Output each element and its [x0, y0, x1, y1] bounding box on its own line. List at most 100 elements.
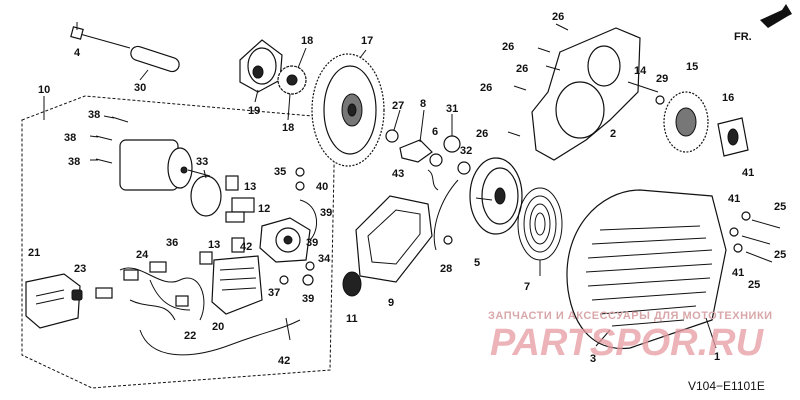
- callout-29: 29: [656, 73, 668, 85]
- callout-4: 4: [74, 47, 81, 59]
- callout-38c: 38: [68, 156, 80, 168]
- callout-26c: 26: [516, 63, 528, 75]
- callout-26d: 26: [480, 82, 492, 94]
- callout-21: 21: [28, 247, 40, 259]
- control-box-21: [25, 273, 81, 329]
- callout-26b: 26: [502, 41, 514, 53]
- watermark-brand: PARTSPOR.RU: [490, 322, 765, 364]
- bolt-4: [70, 26, 131, 49]
- bolt-25b: [741, 235, 771, 245]
- callout-25c: 25: [748, 279, 760, 291]
- callout-12: 12: [258, 203, 270, 215]
- spring-43: [427, 169, 439, 191]
- group-outline-10: [21, 95, 336, 389]
- spring-13: [225, 175, 245, 253]
- callout-14: 14: [634, 65, 647, 77]
- diagram-code: V104−E1101E: [688, 379, 765, 393]
- front-label: FR.: [734, 31, 752, 43]
- front-direction-arrow: FR.: [734, 4, 792, 43]
- gear-17: [311, 53, 385, 167]
- callout-10: 10: [38, 84, 50, 96]
- relay-12: [225, 197, 255, 223]
- callout-37: 37: [268, 287, 280, 299]
- callout-25a: 25: [774, 201, 786, 213]
- callout-39a: 39: [320, 207, 332, 219]
- callout-7: 7: [524, 281, 530, 293]
- housing-2: [531, 27, 641, 161]
- tube-30: [130, 45, 180, 73]
- gear-15: [663, 91, 709, 153]
- callout-39b: 39: [306, 237, 318, 249]
- screw-38a: [111, 116, 129, 123]
- spring: [95, 287, 113, 299]
- callout-23: 23: [74, 263, 86, 275]
- callout-38a: 38: [88, 109, 100, 121]
- spiral-spring-7: [517, 187, 563, 261]
- callout-19: 19: [248, 105, 260, 117]
- washer-28: [443, 235, 453, 245]
- callout-15: 15: [686, 61, 698, 73]
- spring-6: [429, 153, 443, 167]
- callout-32: 32: [460, 145, 472, 157]
- nut-37: [279, 275, 289, 285]
- washer-41c: [733, 243, 743, 253]
- callout-38b: 38: [64, 132, 76, 144]
- reel-5: [469, 157, 523, 235]
- cap-39: [302, 274, 314, 286]
- callout-8: 8: [420, 98, 426, 110]
- callout-11: 11: [346, 313, 358, 325]
- oring-33: [190, 175, 222, 217]
- bolt-25c: [745, 251, 773, 263]
- callout-18b: 18: [282, 122, 294, 134]
- switch-assembly: [259, 199, 318, 263]
- callout-35: 35: [274, 166, 286, 178]
- washer-41a: [741, 211, 751, 221]
- callout-39c: 39: [302, 293, 314, 305]
- washer-29: [655, 95, 665, 105]
- callout-5: 5: [474, 257, 480, 269]
- callout-3: 3: [590, 353, 596, 365]
- washer-32: [457, 161, 471, 175]
- callout-41a: 41: [742, 167, 754, 179]
- callout-36: 36: [166, 237, 178, 249]
- bolt-42b: [285, 317, 291, 341]
- callout-6: 6: [432, 126, 438, 138]
- callout-26e: 26: [476, 128, 488, 140]
- regulator-20: [211, 255, 263, 315]
- callout-9: 9: [388, 297, 394, 309]
- callout-28: 28: [440, 263, 452, 275]
- callout-42a: 42: [240, 241, 252, 253]
- washer-34: [305, 261, 315, 271]
- leader-lines: [43, 22, 717, 349]
- callout-33: 33: [196, 156, 208, 168]
- pinion-19: [239, 39, 283, 93]
- screw-38b: [95, 135, 113, 141]
- callout-27: 27: [392, 100, 404, 112]
- spring-31: [443, 135, 461, 153]
- callout-20: 20: [212, 321, 224, 333]
- screw-38c: [95, 158, 113, 164]
- callout-16: 16: [722, 92, 734, 104]
- wire-harness-22: [119, 261, 205, 321]
- spring-plate-8: [399, 139, 433, 163]
- cap-23: [71, 289, 83, 301]
- pin-14: [627, 81, 659, 93]
- gear-11: [342, 271, 362, 297]
- gear-18: [277, 65, 307, 95]
- callout-24: 24: [136, 249, 149, 261]
- callout-41b: 41: [728, 193, 740, 205]
- callout-13a: 13: [244, 181, 256, 193]
- callout-1: 1: [714, 351, 720, 363]
- screw-26a: [555, 23, 569, 31]
- callout-26a: 26: [552, 11, 564, 23]
- bolt-25a: [751, 219, 781, 229]
- washer-27: [385, 129, 399, 143]
- bracket-35-40: [295, 167, 305, 191]
- washer-41b: [729, 227, 739, 237]
- callout-13b: 13: [208, 239, 220, 251]
- screw-26d: [513, 85, 527, 91]
- cover-1-3: [566, 189, 727, 350]
- watermark-caption: ЗАПЧАСТИ И АКСЕССУАРЫ ДЛЯ МОТОТЕХНИКИ: [488, 310, 773, 322]
- callout-17: 17: [361, 35, 373, 47]
- callout-41c: 41: [732, 267, 744, 279]
